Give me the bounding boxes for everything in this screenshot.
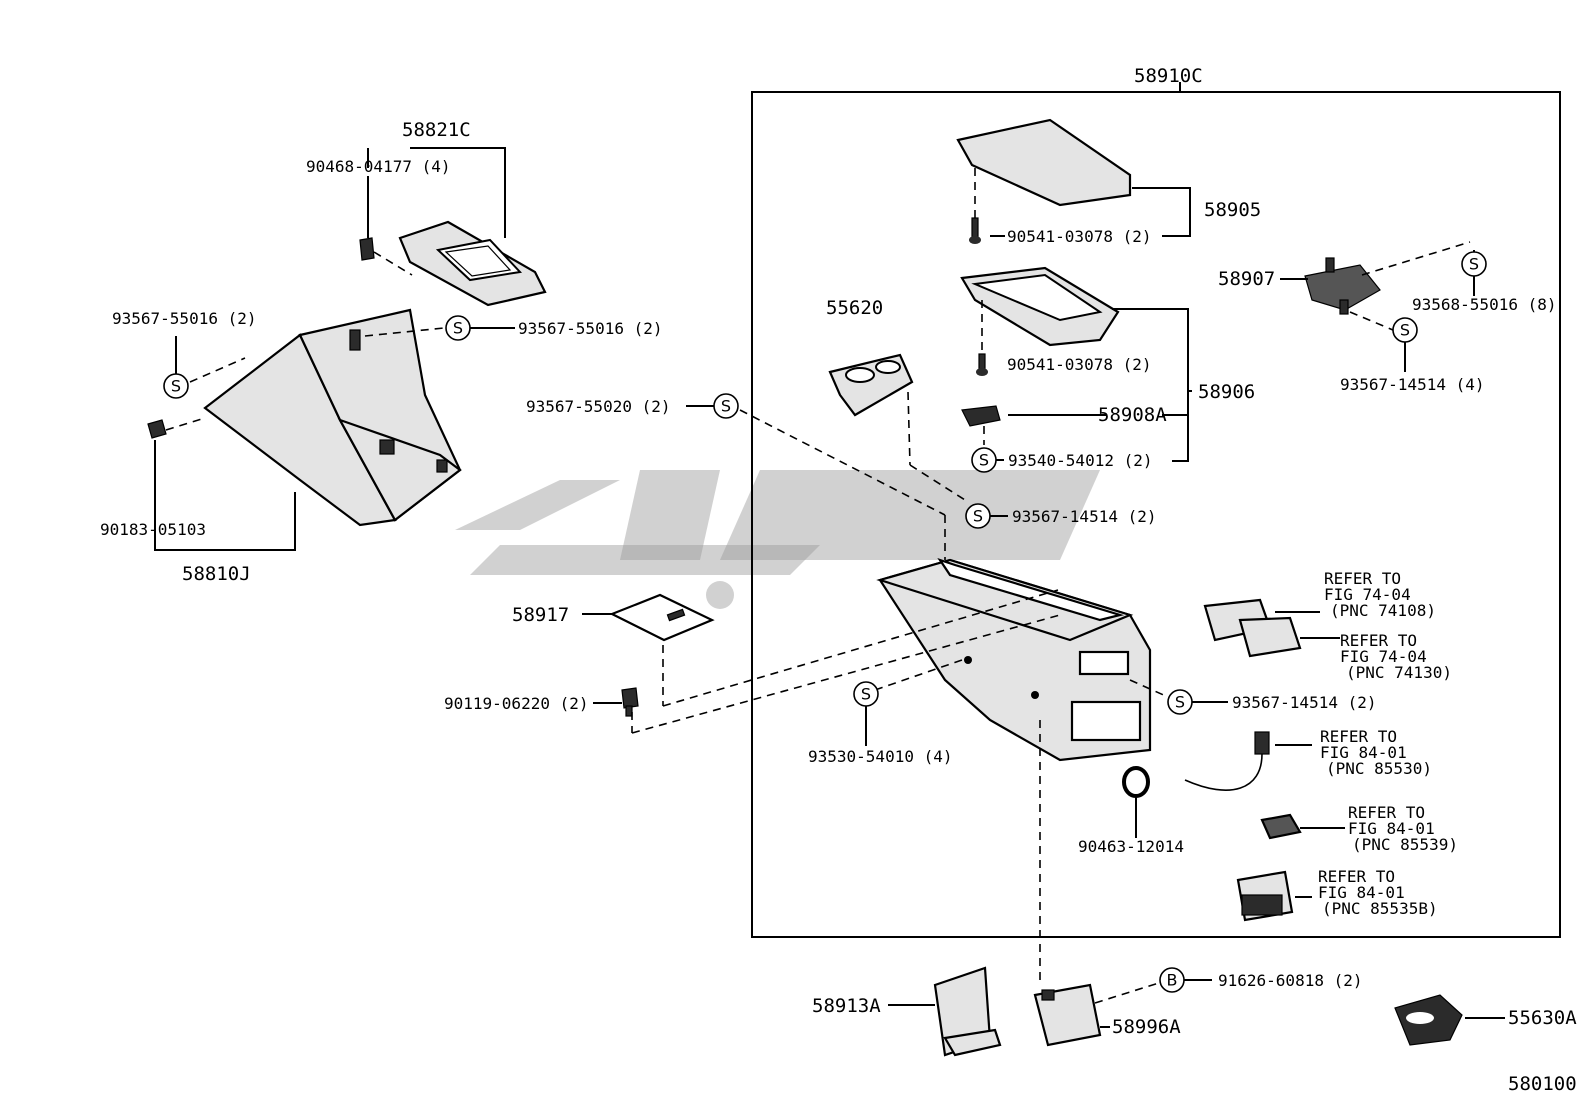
latch-58908a (961, 405, 1001, 427)
plate-85539-icon (1260, 813, 1302, 840)
cup-holder-55630a (1394, 994, 1463, 1046)
label-93567-55016a: 93567-55016 (2) (112, 309, 257, 328)
clip-90183-icon (147, 419, 167, 439)
clip-90119-icon (621, 687, 639, 717)
label-580100: 580100 (1508, 1073, 1577, 1095)
refer-85535b: REFER TO FIG 84-01 (PNC 85535B) (1318, 867, 1438, 918)
refer-line: (PNC 74108) (1330, 601, 1436, 620)
refer-line: (PNC 85539) (1352, 835, 1458, 854)
refer-line: (PNC 85530) (1326, 759, 1432, 778)
refer-line: FIG 84-01 (1318, 883, 1405, 902)
label-58996a: 58996A (1112, 1016, 1181, 1038)
label-58907: 58907 (1218, 268, 1275, 290)
vent-74130-icon (1238, 616, 1302, 658)
hinge-58907 (1304, 257, 1381, 315)
bracket-58996a (1033, 983, 1102, 1047)
symbol-s: S (1469, 255, 1479, 274)
label-90468: 90468-04177 (4) (306, 157, 451, 176)
symbol-s: S (1400, 321, 1410, 340)
refer-line: FIG 84-01 (1320, 743, 1407, 762)
refer-line: REFER TO (1324, 569, 1401, 588)
label-93567-14514a: 93567-14514 (4) (1340, 375, 1485, 394)
pad-58917 (609, 593, 715, 642)
label-58908a: 58908A (1098, 404, 1167, 426)
label-58906: 58906 (1198, 381, 1255, 403)
upper-panel-58821c (398, 220, 547, 307)
label-58913a: 58913A (812, 995, 881, 1017)
label-55630a: 55630A (1508, 1007, 1577, 1029)
refer-line: FIG 74-04 (1324, 585, 1411, 604)
label-93530: 93530-54010 (4) (808, 747, 953, 766)
symbol-b: B (1167, 971, 1178, 990)
watermark-logo (455, 470, 1100, 609)
assembly-box-58910c (751, 91, 1561, 938)
label-58810j: 58810J (182, 563, 251, 585)
refer-line: (PNC 85535B) (1322, 899, 1438, 918)
symbol-s: S (1175, 693, 1185, 712)
refer-line: (PNC 74130) (1346, 663, 1452, 682)
screw-90541b-icon (976, 353, 988, 376)
label-93540: 93540-54012 (2) (1008, 451, 1153, 470)
socket-85530-icon (1184, 731, 1270, 791)
label-55620: 55620 (826, 297, 883, 319)
label-58917: 58917 (512, 604, 569, 626)
refer-85539: REFER TO FIG 84-01 (PNC 85539) (1348, 803, 1458, 854)
label-93568: 93568-55016 (8) (1412, 295, 1557, 314)
label-91626: 91626-60818 (2) (1218, 971, 1363, 990)
console-body (876, 557, 1152, 762)
cup-holder-55620 (828, 353, 914, 417)
label-93567-14514c: 93567-14514 (2) (1232, 693, 1377, 712)
refer-74130: REFER TO FIG 74-04 (PNC 74130) (1340, 631, 1452, 682)
refer-line: REFER TO (1348, 803, 1425, 822)
refer-line: FIG 74-04 (1340, 647, 1427, 666)
label-90119: 90119-06220 (2) (444, 694, 589, 713)
box-58906 (960, 266, 1120, 347)
symbol-s: S (721, 397, 731, 416)
label-90541b: 90541-03078 (2) (1007, 355, 1152, 374)
clip-90468-icon (359, 237, 375, 261)
lid-58905 (956, 118, 1132, 207)
clamp-90463-icon (1122, 766, 1150, 798)
symbol-s: S (979, 451, 989, 470)
label-58910c: 58910C (1134, 65, 1203, 87)
lower-bracket-58810j (203, 308, 462, 527)
symbol-s: S (973, 507, 983, 526)
refer-85530: REFER TO FIG 84-01 (PNC 85530) (1320, 727, 1432, 778)
refer-line: REFER TO (1340, 631, 1417, 650)
label-58905: 58905 (1204, 199, 1261, 221)
label-93567-14514b: 93567-14514 (2) (1012, 507, 1157, 526)
label-90541a: 90541-03078 (2) (1007, 227, 1152, 246)
label-90463: 90463-12014 (1078, 837, 1184, 856)
refer-line: FIG 84-01 (1348, 819, 1435, 838)
symbol-s: S (171, 377, 181, 396)
panel-58913a (933, 966, 1002, 1057)
screw-90541a-icon (969, 217, 981, 244)
symbol-s: S (453, 319, 463, 338)
label-58821c: 58821C (402, 119, 471, 141)
label-90183: 90183-05103 (100, 520, 206, 539)
refer-74108: REFER TO FIG 74-04 (PNC 74108) (1324, 569, 1436, 620)
screw-symbols: S S S S S S S S S B (163, 251, 1487, 993)
symbol-s: S (861, 685, 871, 704)
refer-line: REFER TO (1318, 867, 1395, 886)
ashtray-85535b-icon (1236, 870, 1294, 922)
label-93567-55016b: 93567-55016 (2) (518, 319, 663, 338)
label-93567-55020: 93567-55020 (2) (526, 397, 671, 416)
refer-line: REFER TO (1320, 727, 1397, 746)
